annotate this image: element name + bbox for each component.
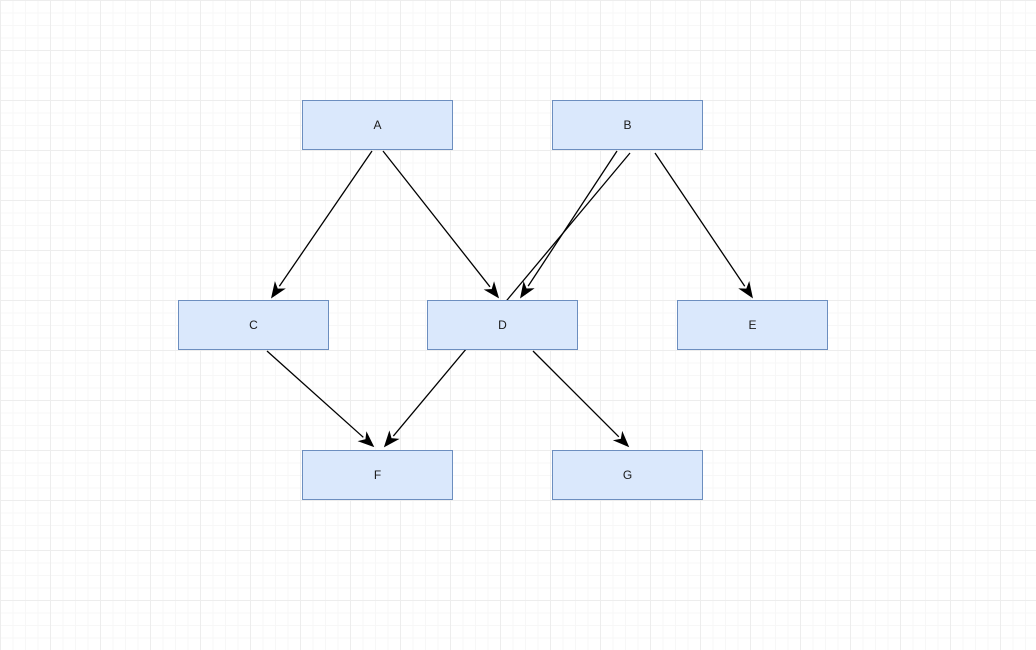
node-a[interactable]: A (302, 100, 453, 150)
edge-a-c[interactable] (278, 150, 373, 287)
arrowhead-b-f (383, 430, 400, 448)
node-g[interactable]: G (552, 450, 703, 500)
arrowhead-a-c (271, 281, 286, 299)
arrowhead-c-f (357, 431, 375, 448)
edge-d-g[interactable] (532, 350, 620, 438)
node-label-c: C (249, 318, 258, 332)
arrowhead-d-g (612, 430, 630, 448)
node-d[interactable]: D (427, 300, 578, 350)
arrowhead-b-e (738, 281, 753, 299)
node-f[interactable]: F (302, 450, 453, 500)
edge-b-f[interactable] (392, 152, 631, 437)
edge-b-d[interactable] (527, 150, 618, 287)
arrowhead-a-d (483, 281, 500, 299)
node-label-e: E (748, 318, 757, 332)
edge-a-d[interactable] (382, 150, 491, 288)
node-label-f: F (373, 468, 382, 482)
edge-c-f[interactable] (266, 350, 364, 438)
node-label-g: G (622, 468, 633, 482)
node-label-b: B (623, 118, 632, 132)
node-label-a: A (373, 118, 382, 132)
node-b[interactable]: B (552, 100, 703, 150)
node-label-d: D (498, 318, 507, 332)
arrowhead-b-d (520, 281, 535, 299)
node-c[interactable]: C (178, 300, 329, 350)
edge-b-e[interactable] (654, 152, 746, 287)
node-e[interactable]: E (677, 300, 828, 350)
